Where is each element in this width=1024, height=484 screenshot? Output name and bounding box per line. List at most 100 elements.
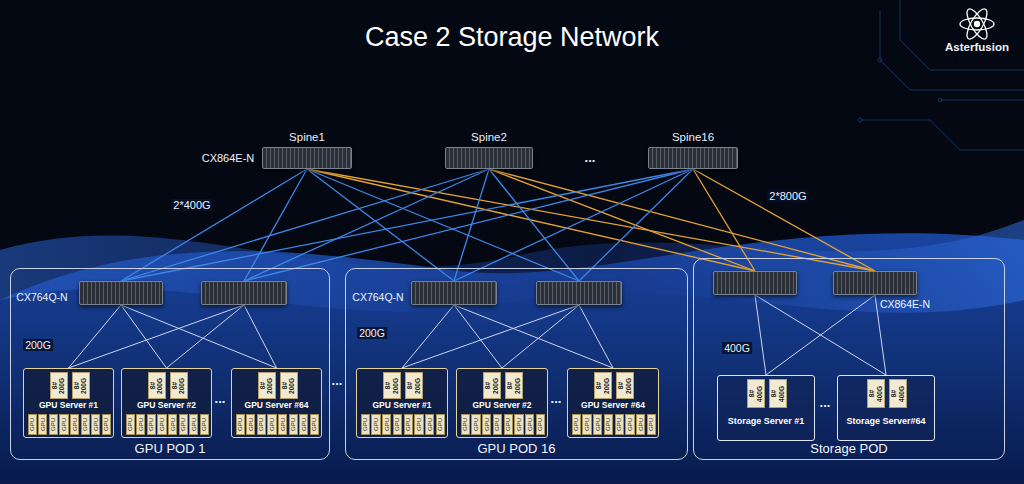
gpu-chip: GPU [147, 414, 156, 435]
network-link [454, 169, 489, 281]
gpu-chip-text: GPU [416, 418, 422, 431]
gpu-chip-text: GPU [616, 418, 622, 431]
gpu-chip: GPU [493, 414, 502, 435]
gpu-chip: GPU [179, 414, 188, 435]
annotation-label: ... [820, 395, 831, 410]
network-link [755, 295, 766, 375]
gpu-chip-text: GPU [537, 418, 543, 431]
network-link [755, 295, 886, 375]
annotation-label: 400G [722, 342, 752, 354]
gpu-chip: GPU [310, 414, 319, 435]
gpu-chip: GPU [525, 414, 534, 435]
nic-card-text: 200G [59, 378, 66, 394]
nic-card-text: 8# [485, 382, 492, 389]
gpu-chip-text: GPU [72, 418, 78, 431]
nic-card: 8#200G [50, 372, 68, 399]
gpu-server-text: GPU Server #64 [232, 400, 321, 410]
gpu-chip-text: GPU [290, 418, 296, 431]
gpu-chip-text: GPU [311, 418, 317, 431]
nic-card-text: 400G [779, 386, 786, 402]
gpu-chip: GPU [414, 414, 423, 435]
gpu-chip-text: GPU [191, 418, 197, 431]
nic-card-text: 8# [869, 390, 876, 397]
gpu-server-text: GPU Server #2 [457, 400, 547, 410]
annotation-label: ... [551, 391, 562, 406]
network-link [579, 169, 693, 281]
gpu-chip-text: GPU [138, 418, 144, 431]
network-link [489, 169, 875, 271]
network-link [402, 305, 579, 368]
nic-card-text: 8# [618, 382, 625, 389]
gpu-chip: GPU [38, 414, 47, 435]
nic-card-text: 200G [626, 378, 633, 394]
storage-server: Storage Server #18#400G8#400G [717, 375, 815, 441]
gpu-chip-text: GPU [170, 418, 176, 431]
gpu-chip: GPU [289, 414, 298, 435]
network-link [244, 169, 307, 281]
nic-card-text: 200G [179, 378, 186, 394]
gpu-chip: GPU [189, 414, 198, 435]
nic-card-text: 8# [172, 382, 179, 389]
gpu-chip: GPU [514, 414, 523, 435]
gpu-chip-text: GPU [473, 418, 479, 431]
spine-switch: Spine16 [648, 147, 738, 169]
nic-card-text: 8# [407, 382, 414, 389]
network-link [244, 169, 489, 281]
gpu-chip-text: GPU [484, 418, 490, 431]
gpu-chip-text: GPU [394, 418, 400, 431]
gpu-chip: GPU [361, 414, 370, 435]
annotation-label: ... [215, 391, 226, 406]
gpu-chip: GPU [157, 414, 166, 435]
spine-switch-text: Spine2 [471, 131, 507, 143]
network-link [454, 305, 613, 368]
spine-switch-text: Spine1 [289, 131, 325, 143]
gpu-chip: GPU [393, 414, 402, 435]
annotation-label: CX864E-N [880, 298, 930, 310]
gpu-chip-text: GPU [50, 418, 56, 431]
gpu-chip: GPU [236, 414, 245, 435]
network-link [244, 305, 277, 368]
gpu-chip: GPU [593, 414, 602, 435]
gpu-server-text: GPU Server #64 [568, 400, 658, 410]
annotation-label: ... [585, 150, 596, 165]
gpu-chip-text: GPU [605, 418, 611, 431]
nic-card-text: 8# [891, 390, 898, 397]
leaf-switch [536, 281, 622, 305]
nic-card-text: 8# [282, 382, 289, 389]
gpu-chip: GPU [59, 414, 68, 435]
gpu-server-text: GPU Server #1 [357, 400, 447, 410]
network-link [121, 169, 693, 281]
logo-text: Asterfusion [945, 41, 1009, 53]
gpu-chip: GPU [636, 414, 645, 435]
gpu-chip-text: GPU [595, 418, 601, 431]
storage-server: Storage Server#648#400G8#400G [837, 375, 935, 441]
spine-switch-text: Spine16 [672, 131, 714, 143]
gpu-chip: GPU [504, 414, 513, 435]
gpu-chip: GPU [246, 414, 255, 435]
nic-card-text: 200G [515, 378, 522, 394]
gpu-chip-text: GPU [159, 418, 165, 431]
network-link [307, 169, 875, 271]
annotation-label: 200G [357, 327, 387, 339]
gpu-chip: GPU [404, 414, 413, 435]
gpu-chip: GPU [91, 414, 100, 435]
nic-card-text: 200G [415, 378, 422, 394]
annotation-label: CX764Q-N [16, 291, 67, 303]
nic-card: 8#200G [258, 372, 276, 399]
network-link [167, 305, 245, 368]
gpu-chip: GPU [582, 414, 591, 435]
gpu-chip-text: GPU [93, 418, 99, 431]
gpu-server: GPU Server #18#200G8#200GGPUGPUGPUGPUGPU… [23, 368, 114, 438]
annotation-label: ... [332, 373, 343, 388]
nic-card-text: 200G [157, 378, 164, 394]
gpu-chip-text: GPU [82, 418, 88, 431]
leaf-switch [713, 271, 797, 295]
spine-switch: Spine2 [445, 147, 533, 169]
gpu-chip: GPU [102, 414, 111, 435]
gpu-chip-text: GPU [494, 418, 500, 431]
gpu-server: GPU Server #648#200G8#200GGPUGPUGPUGPUGP… [567, 368, 659, 438]
gpu-chip: GPU [299, 414, 308, 435]
nic-card: 8#400G [867, 379, 885, 408]
annotation-label: CX764Q-N [352, 291, 403, 303]
